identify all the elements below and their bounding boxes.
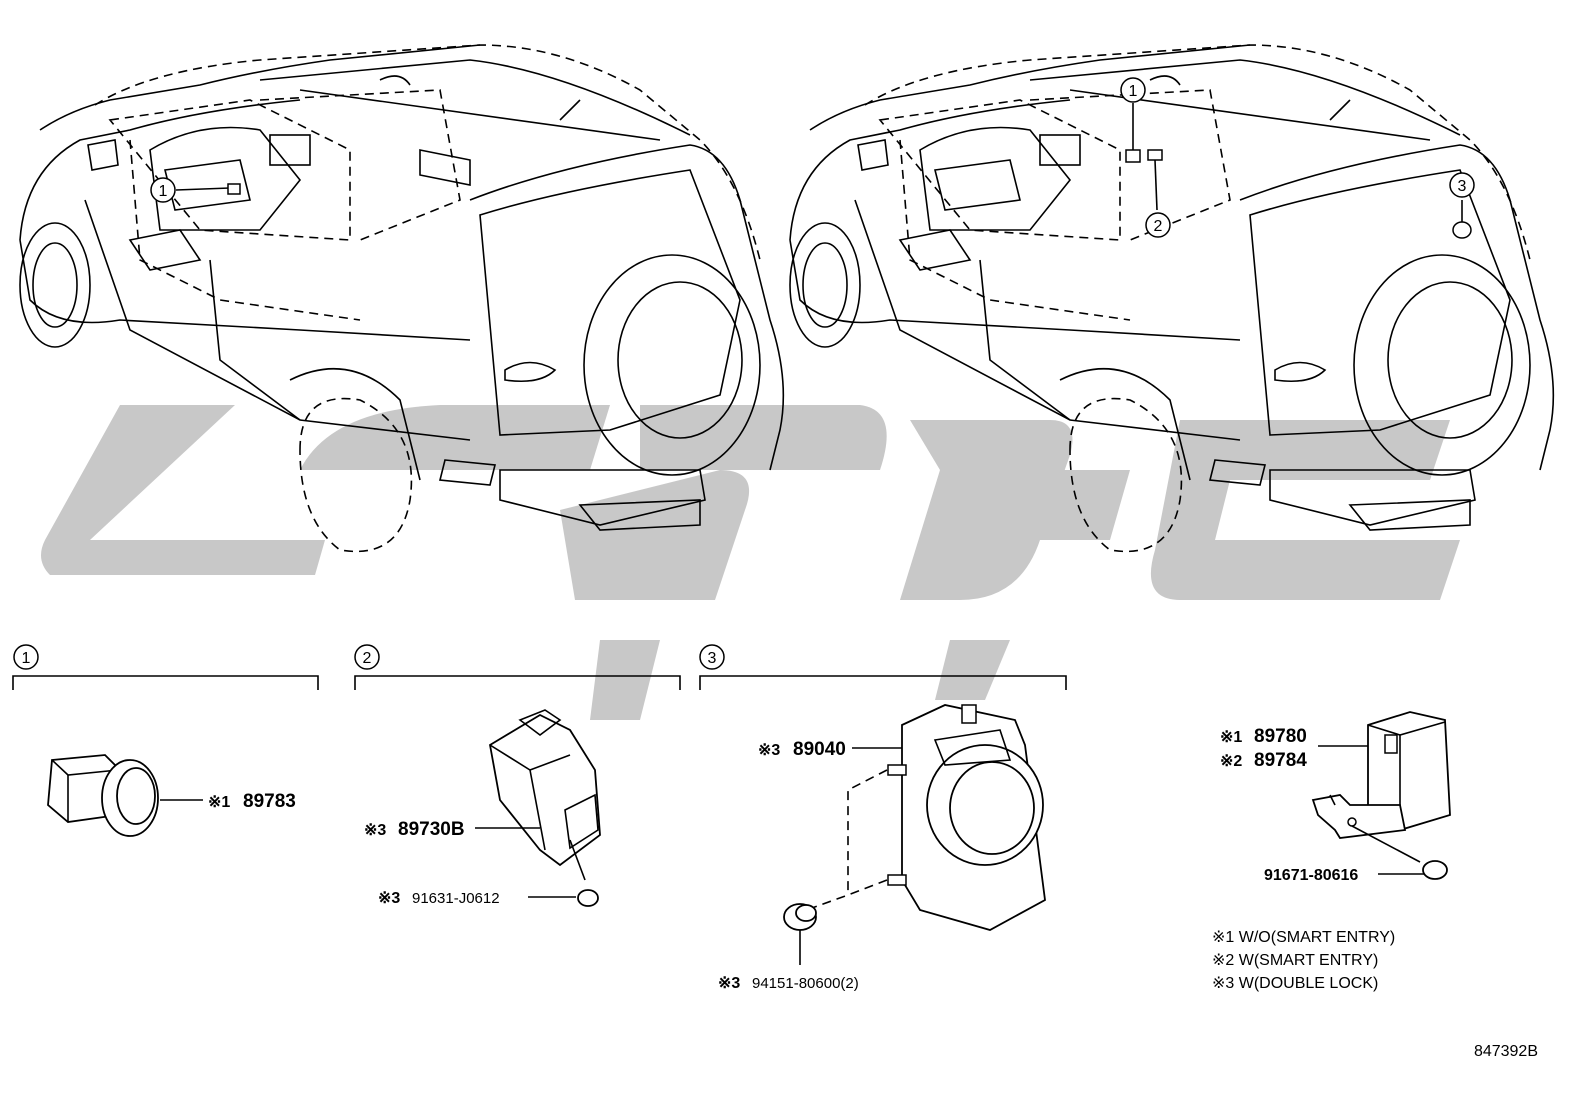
part-label-91631-J0612: ※3 91631-J0612 <box>378 890 500 907</box>
part-89730B-illustration <box>489 709 601 907</box>
part-note: ※3 <box>718 975 740 992</box>
callout-car2-3: 3 <box>1449 172 1475 198</box>
part-number: 89780 <box>1254 726 1307 747</box>
callout-label: 2 <box>1154 218 1163 235</box>
section-marker: 1 <box>22 650 31 667</box>
part-note: ※3 <box>378 890 400 907</box>
part-label-94151-80600: ※3 94151-80600(2) <box>718 975 859 992</box>
part-number: 89040 <box>793 739 846 760</box>
part-note: ※1 <box>208 794 230 811</box>
section-marker: 3 <box>708 650 717 667</box>
callout-car2-2: 2 <box>1145 212 1171 238</box>
part-number: 89784 <box>1254 750 1307 771</box>
part-89780-illustration <box>1311 711 1451 880</box>
callout-label: 3 <box>1458 178 1467 195</box>
part-label-89040: ※3 89040 <box>758 739 846 760</box>
vehicle-illustration-left <box>19 44 785 553</box>
callout-car1-1: 1 <box>150 177 176 203</box>
legend-item: ※1 W/O(SMART ENTRY) <box>1212 929 1395 946</box>
part-label-89783: ※1 89783 <box>208 791 296 812</box>
part-label-89730B: ※3 89730B <box>364 819 465 840</box>
section-2-header: 2 <box>354 644 681 690</box>
callout-label: 1 <box>1129 83 1138 100</box>
part-number: 91631-J0612 <box>412 890 500 907</box>
part-number: 91671-80616 <box>1264 867 1358 884</box>
legend: ※1 W/O(SMART ENTRY) ※2 W(SMART ENTRY) ※3… <box>1212 929 1395 992</box>
part-note: ※1 <box>1220 729 1242 746</box>
part-label-89784: ※2 89784 <box>1220 750 1307 771</box>
legend-item: ※2 W(SMART ENTRY) <box>1212 952 1378 969</box>
part-number: 89783 <box>243 791 296 812</box>
part-89040-illustration <box>783 704 1046 931</box>
part-label-89780: ※1 89780 <box>1220 726 1307 747</box>
vehicle-illustration-right <box>789 44 1555 553</box>
part-number: 89730B <box>398 819 465 840</box>
part-number: 94151-80600(2) <box>752 975 859 992</box>
callout-label: 1 <box>159 183 168 200</box>
part-note: ※3 <box>758 742 780 759</box>
part-note: ※2 <box>1220 753 1242 770</box>
section-1-header: 1 <box>12 644 319 690</box>
part-89783-illustration <box>47 754 159 837</box>
watermark-logo <box>41 405 1460 720</box>
part-note: ※3 <box>364 822 386 839</box>
diagram-code: 847392B <box>1474 1043 1538 1060</box>
legend-item: ※3 W(DOUBLE LOCK) <box>1212 975 1378 992</box>
section-marker: 2 <box>363 650 372 667</box>
callout-car2-1: 1 <box>1120 77 1146 103</box>
section-3-header: 3 <box>699 644 1067 690</box>
part-label-91671-80616: 91671-80616 <box>1264 867 1358 884</box>
